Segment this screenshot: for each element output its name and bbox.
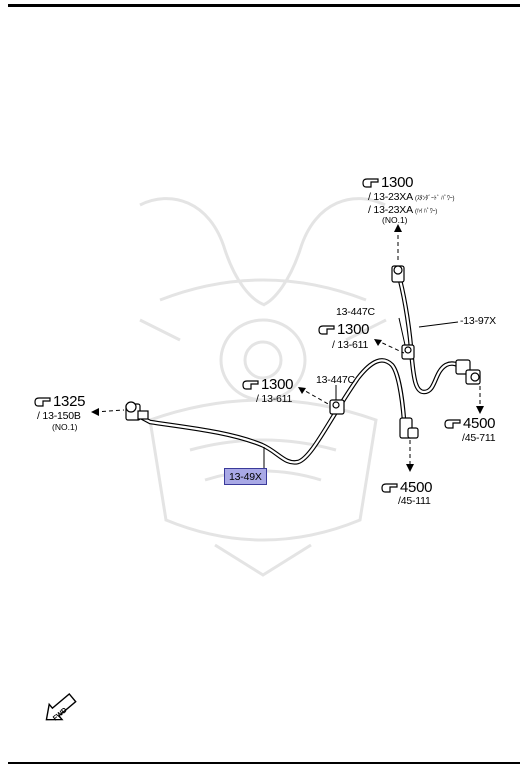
callout-mid-lower-ref: 1300 (242, 377, 293, 392)
fitting-right (455, 359, 481, 385)
callout-bottom-sub: /45-111 (398, 495, 431, 507)
pointing-hand-icon (242, 380, 259, 390)
clamp-lower-label: 13-447C (316, 374, 355, 386)
callout-left-note: (NO.1) (52, 422, 78, 432)
callout-right-lower-sub: /45-711 (462, 432, 496, 444)
pointing-hand-icon (381, 483, 398, 493)
clamp-lower (329, 399, 345, 415)
callout-mid-upper-ref: 1300 (318, 322, 369, 337)
hose-right-label: -13-97X (460, 315, 496, 327)
pointing-hand-icon (444, 419, 461, 429)
callout-top-right-line2: / 13-23XA (ﾊｲ ﾊﾟﾜｰ) (368, 204, 438, 216)
fitting-left (125, 401, 149, 421)
fwd-arrow-icon (45, 692, 77, 721)
fitting-top (391, 265, 405, 283)
top-border (8, 4, 520, 7)
samurai-helmet-watermark (139, 197, 387, 577)
leader-lines (94, 228, 481, 468)
callout-mid-lower-sub: / 13-611 (256, 393, 293, 405)
bottom-border (8, 762, 520, 764)
main-part-label[interactable]: 13-49X (224, 468, 267, 485)
callout-left-ref: 1325 (34, 394, 85, 409)
pointing-hand-icon (318, 325, 335, 335)
callout-right-lower-ref: 4500 (444, 416, 495, 431)
arrow-heads (91, 224, 484, 472)
hose-13-97x (397, 279, 464, 395)
callout-left-sub: / 13-150B (37, 410, 81, 422)
clamp-upper (401, 344, 415, 360)
callout-top-right-note: (NO.1) (382, 215, 408, 225)
clamp-upper-label: 13-447C (336, 306, 375, 318)
callout-top-right-line1: / 13-23XA (ｽﾀﾝﾀﾞｰﾄﾞ ﾊﾟﾜｰ) (368, 191, 455, 203)
fitting-bottom (399, 417, 419, 439)
callout-bottom-ref: 4500 (381, 480, 432, 495)
callout-top-right-ref: 1300 (362, 175, 413, 190)
pointing-hand-icon (34, 397, 51, 407)
main-hose-13-49x (135, 358, 407, 465)
callout-mid-upper-sub: / 13-611 (332, 339, 369, 351)
pointing-hand-icon (362, 178, 379, 188)
